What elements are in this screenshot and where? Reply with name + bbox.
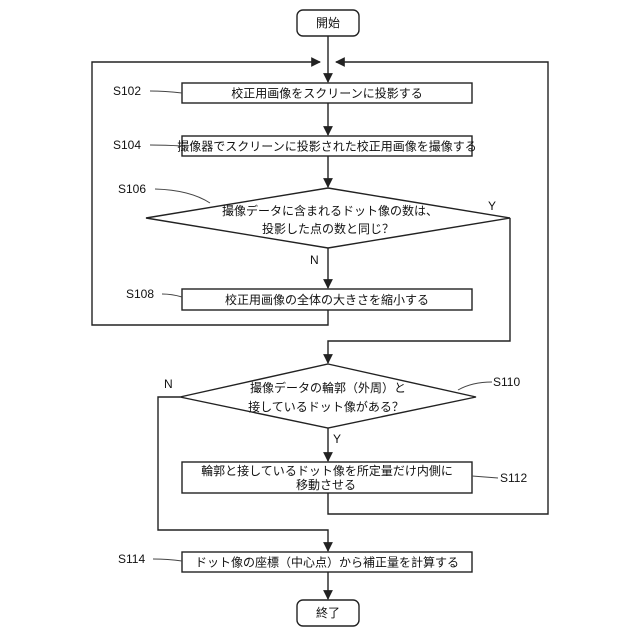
decision-s106-line1: 撮像データに含まれるドット像の数は、 [222, 203, 438, 218]
decision-s110-no-label: N [164, 377, 173, 391]
step-s112-line1: 輪郭と接しているドット像を所定量だけ内側に [201, 463, 453, 478]
step-s106-label: S106 [118, 182, 146, 196]
decision-s106-no-label: N [310, 253, 319, 267]
step-s114-text: ドット像の座標（中心点）から補正量を計算する [195, 555, 459, 570]
step-s104-text: 撮像器でスクリーンに投影された校正用画像を撮像する [177, 139, 476, 154]
decision-s106-yes-label: Y [488, 199, 496, 213]
decision-s106 [146, 188, 510, 248]
decision-s110-yes-label: Y [333, 432, 341, 446]
step-s102-label: S102 [113, 84, 141, 98]
end-label: 終了 [316, 605, 340, 620]
loop-back-s112-to-s102 [328, 62, 548, 514]
step-s106-leader [155, 189, 210, 203]
decision-s110 [180, 364, 476, 428]
decision-s106-line2: 投影した点の数と同じ？ [262, 221, 394, 236]
step-s108-label: S108 [126, 287, 154, 301]
step-s104-label: S104 [113, 138, 141, 152]
decision-s110-line1: 撮像データの輪郭（外周）と [250, 380, 406, 395]
step-s112-label: S112 [500, 471, 527, 485]
step-s108-leader [162, 294, 182, 297]
start-label: 開始 [316, 16, 340, 30]
step-s112-line2: 移動させる [296, 478, 356, 492]
step-s110-label: S110 [493, 375, 520, 389]
step-s112-leader [472, 476, 498, 478]
step-s108-text: 校正用画像の全体の大きさを縮小する [225, 292, 429, 307]
step-s114-leader [153, 559, 182, 561]
decision-s110-line2: 接しているドット像がある？ [248, 399, 404, 414]
step-s102-leader [150, 91, 182, 93]
step-s102-text: 校正用画像をスクリーンに投影する [231, 86, 422, 101]
step-s114-label: S114 [118, 552, 145, 566]
step-s110-leader [458, 382, 492, 390]
